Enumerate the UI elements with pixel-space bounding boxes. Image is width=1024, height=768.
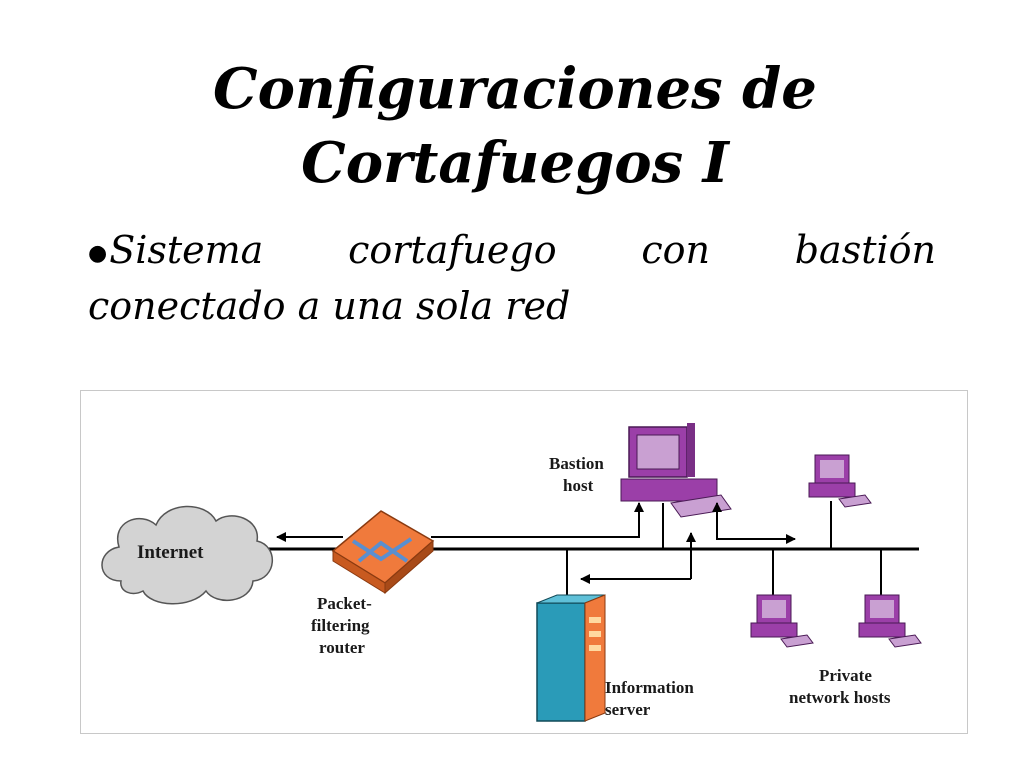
private-host-1-icon xyxy=(808,454,872,508)
internet-cloud-icon xyxy=(101,505,274,605)
bullet-word-1: ●Sistema xyxy=(88,228,264,272)
network-diagram: Internet Packet- filtering router Bastio… xyxy=(80,390,968,734)
router-label-1: Packet- xyxy=(317,594,372,613)
info-label-2: server xyxy=(605,700,651,719)
private-host-2-icon xyxy=(750,594,814,648)
bastion-label-1: Bastion xyxy=(549,454,604,473)
private-label-2: network hosts xyxy=(789,688,891,707)
bastion-host-icon xyxy=(620,423,732,518)
bullet-word-2: cortafuego xyxy=(348,228,557,272)
router-label-2: filtering xyxy=(311,616,370,635)
bullet-word-4: bastión xyxy=(794,228,936,272)
title-line-1: Configuraciones de xyxy=(213,56,817,122)
bullet-line-1: ●Sistema cortafuego con bastión xyxy=(88,224,936,280)
information-server-icon xyxy=(536,594,606,722)
slide-title: Configuraciones de Cortafuegos I xyxy=(120,52,910,200)
info-label-1: Information xyxy=(605,678,694,697)
bullet-word-3: con xyxy=(641,228,710,272)
bullet-point: ●Sistema cortafuego con bastión conectad… xyxy=(88,224,936,332)
private-label-1: Private xyxy=(819,666,872,685)
bullet-dot-icon: ● xyxy=(88,240,108,266)
private-host-3-icon xyxy=(858,594,922,648)
diagram-canvas: Internet Packet- filtering router Bastio… xyxy=(101,423,922,722)
router-icon xyxy=(331,510,435,595)
router-label-3: router xyxy=(319,638,365,657)
internet-label: Internet xyxy=(137,542,204,563)
arrow-router-to-bastion xyxy=(431,502,644,538)
title-line-2: Cortafuegos I xyxy=(301,130,729,196)
bullet-line-2: conectado a una sola red xyxy=(88,283,571,328)
bastion-label-2: host xyxy=(563,476,594,495)
